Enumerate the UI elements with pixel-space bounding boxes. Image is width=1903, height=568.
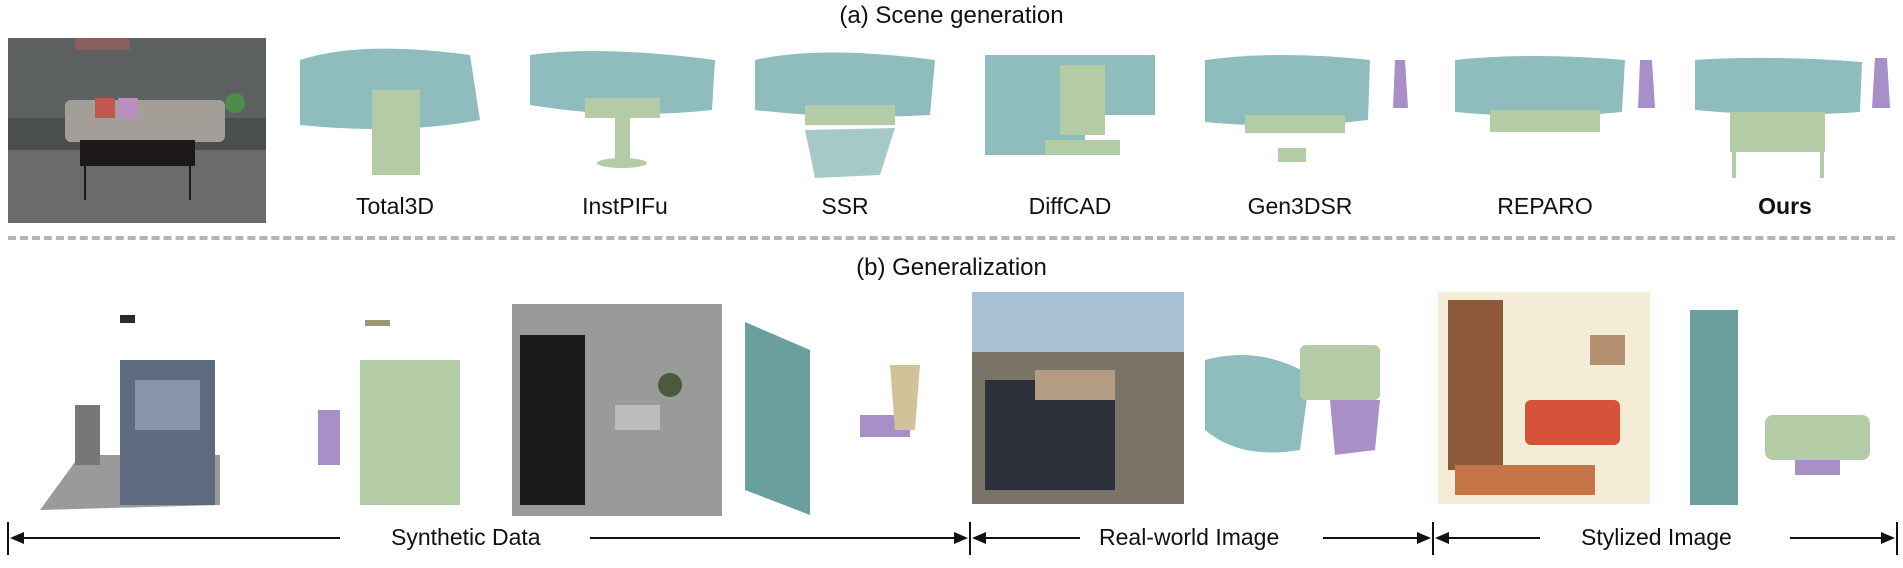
- section-b-title: (b) Generalization: [856, 254, 1047, 281]
- result-ours: [1695, 57, 1890, 178]
- stylized-input-image: [1438, 292, 1650, 504]
- real-world-render: [1205, 345, 1380, 455]
- result-instpifu: [530, 51, 715, 168]
- section-divider: [8, 236, 1895, 240]
- method-label-ssr: SSR: [821, 193, 869, 219]
- synthetic-teal-render: [745, 322, 920, 515]
- arrowheads: [10, 532, 1895, 544]
- group-label-stylized: Stylized Image: [1575, 524, 1738, 551]
- result-ssr: [755, 52, 935, 178]
- method-label-reparo: REPARO: [1497, 193, 1593, 219]
- section-a-title: (a) Scene generation: [839, 2, 1064, 29]
- method-label-ours: Ours: [1758, 193, 1812, 219]
- method-label-total3d: Total3D: [356, 193, 434, 219]
- real-world-input-photo: [972, 292, 1184, 504]
- method-label-gen3dsr: Gen3DSR: [1247, 193, 1353, 219]
- group-arrows: [7, 522, 1898, 555]
- result-total3d: [300, 48, 480, 175]
- input-photo-living-room: [8, 38, 266, 223]
- synthetic-gray-render: [40, 315, 220, 510]
- method-label-instpifu: InstPIFu: [582, 193, 668, 219]
- group-label-real-world: Real-world Image: [1093, 524, 1286, 551]
- method-label-diffcad: DiffCAD: [1028, 193, 1112, 219]
- result-diffcad: [985, 55, 1155, 155]
- result-gen3dsr: [1205, 55, 1408, 162]
- group-label-synthetic: Synthetic Data: [385, 524, 547, 551]
- stylized-render: [1690, 310, 1870, 505]
- result-reparo: [1455, 56, 1655, 132]
- synthetic-input-photo: [512, 304, 722, 516]
- synthetic-sage-render: [318, 320, 460, 505]
